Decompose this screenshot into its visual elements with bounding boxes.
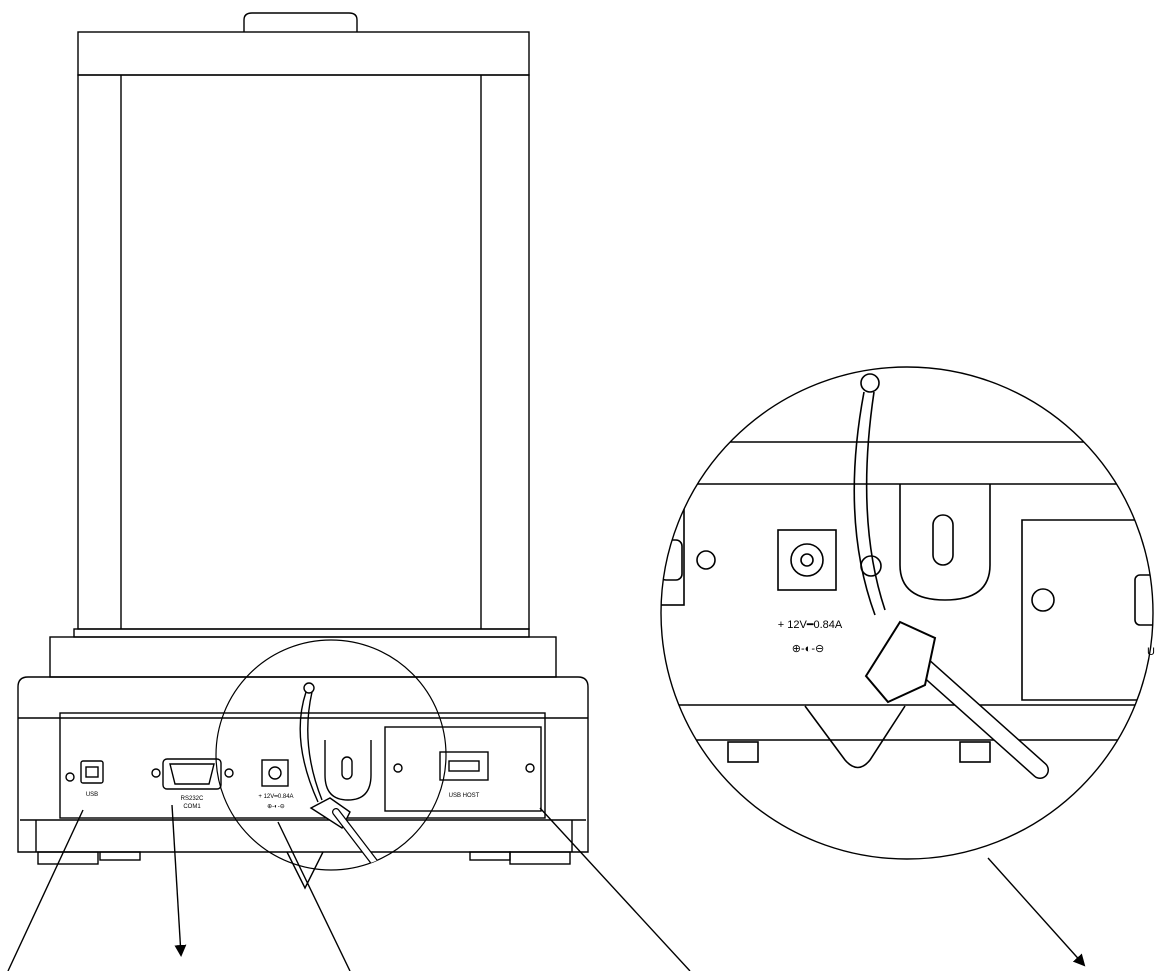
top-cover [77, 31, 530, 76]
balance-base [17, 636, 589, 890]
detail-view: + 12V━0.84A ⊕-◐-⊖ U [660, 366, 1155, 860]
screw-icon [151, 768, 161, 778]
power-jack [261, 759, 289, 787]
usb-port-label: USB [86, 792, 98, 798]
detail-polarity-label: ⊕-◐-⊖ [792, 643, 824, 655]
rs232-port-label: RS232C [181, 796, 204, 802]
usb-host-panel [384, 726, 542, 812]
detail-callout-arrow [987, 857, 1086, 967]
com1-label: COM1 [183, 804, 201, 810]
power-rating-label: + 12V━0.84A [258, 794, 293, 800]
rs232-callout-arrow [171, 804, 187, 957]
left-foot [37, 851, 99, 865]
usb-callout-line [7, 809, 84, 971]
screw-icon [65, 772, 75, 782]
right-foot [509, 851, 571, 865]
rs232-port [151, 758, 234, 790]
callout-arrows [7, 804, 1086, 971]
usb-host-port [393, 751, 535, 781]
shield-base-lip [73, 628, 530, 638]
usb-host-callout-line [539, 807, 691, 971]
usb-host-label: USB HOST [449, 793, 480, 799]
screw-icon [224, 768, 234, 778]
cable-anchor-icon [303, 682, 315, 694]
cable-anchor-icon [860, 373, 880, 393]
detail-usb-partial-label: U [1147, 646, 1155, 658]
power-polarity-label: ⊕-◐-⊖ [267, 804, 285, 810]
power-callout-line [277, 821, 351, 971]
detail-power-rating-label: + 12V━0.84A [778, 619, 843, 631]
screw-icon [525, 763, 535, 773]
hook-slot [324, 740, 372, 801]
rear-panel [59, 712, 546, 819]
detail-magnifier-circle [660, 366, 1154, 860]
draft-shield [73, 12, 530, 638]
shield-frame [77, 74, 530, 630]
zoom-region-circle [215, 639, 447, 871]
base-housing [17, 676, 589, 853]
screw-icon [393, 763, 403, 773]
usb-port [65, 760, 104, 784]
top-handle [243, 12, 358, 32]
